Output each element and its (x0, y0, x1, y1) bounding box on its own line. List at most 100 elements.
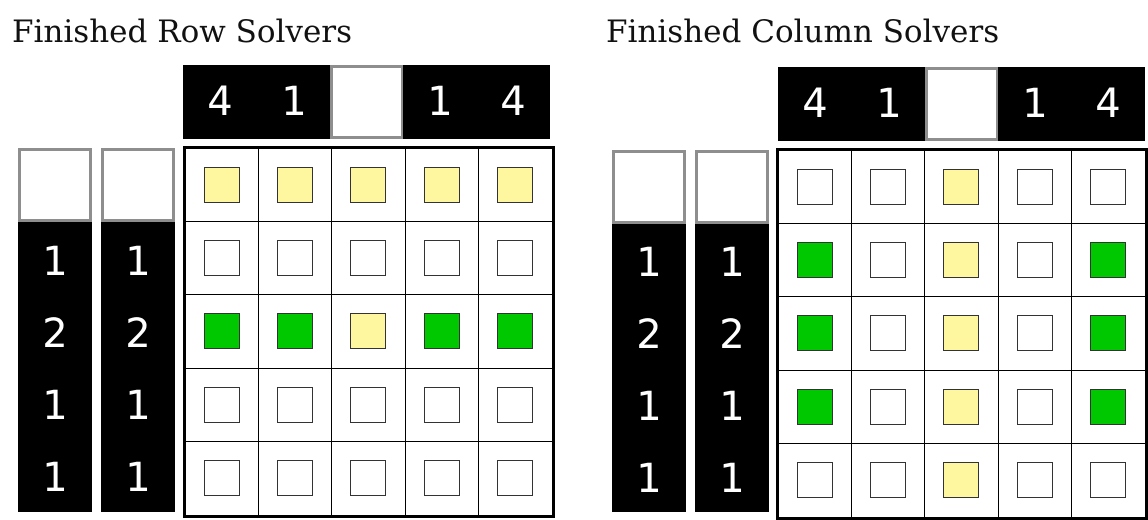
grid-cell (332, 149, 406, 223)
cell-square-unknown (870, 315, 907, 352)
column-clue: 1 (403, 65, 477, 139)
column-clue: 1 (998, 67, 1072, 141)
cell-square-unknown (1016, 462, 1053, 499)
grid-cell (186, 368, 260, 442)
cell-square-unknown (870, 388, 907, 425)
row-clue-empty (18, 148, 92, 222)
cell-square-highlight (943, 315, 980, 352)
column-clue: 4 (778, 67, 852, 141)
cell-square-highlight (943, 169, 980, 206)
row-clue-empty (695, 150, 769, 224)
row-clue: 1 (125, 239, 151, 285)
grid-cell (478, 369, 552, 442)
row-clue: 1 (42, 383, 68, 429)
grid-cell (259, 222, 333, 296)
row-clue-strip (101, 222, 175, 512)
grid-cell (852, 151, 926, 225)
grid-cell (1071, 297, 1145, 371)
grid-cell (779, 370, 853, 444)
cell-square-unknown (797, 169, 834, 206)
cell-square-filled (204, 313, 241, 350)
row-clue: 1 (719, 384, 745, 430)
grid-cell (405, 149, 479, 223)
grid-cell (779, 151, 853, 225)
cell-square-filled (1090, 242, 1127, 279)
row-clue: 2 (636, 312, 662, 358)
grid-cell (852, 224, 926, 298)
cell-square-unknown (1090, 169, 1127, 206)
grid-cell (186, 222, 260, 296)
grid-cell (479, 442, 552, 515)
nonogram-grid (183, 146, 555, 518)
grid-cell (405, 222, 479, 296)
nonogram-grid (776, 148, 1148, 520)
cell-square-highlight (204, 167, 241, 204)
cell-square-unknown (497, 460, 534, 497)
grid-cell (779, 297, 853, 371)
grid-cell (332, 295, 406, 369)
cell-square-unknown (870, 169, 907, 206)
grid-cell (186, 149, 260, 223)
grid-cell (1072, 444, 1145, 517)
grid-cell (332, 441, 406, 515)
row-clue-strip (18, 222, 92, 512)
row-clue: 2 (125, 311, 151, 357)
grid-cell (259, 368, 333, 442)
cell-square-unknown (1016, 315, 1053, 352)
grid-cell (925, 151, 999, 225)
cell-square-unknown (870, 462, 907, 499)
grid-cell (406, 441, 479, 515)
grid-cell (259, 295, 333, 369)
cell-square-filled (497, 313, 534, 350)
cell-square-filled (277, 313, 314, 350)
column-clue: 4 (183, 65, 257, 139)
grid-cell (925, 297, 999, 371)
cell-square-highlight (943, 388, 980, 425)
cell-square-unknown (350, 460, 387, 497)
row-clue-empty (612, 150, 686, 224)
panel-title: Finished Row Solvers (12, 14, 353, 50)
cell-square-unknown (277, 240, 314, 277)
cell-square-highlight (350, 167, 387, 204)
cell-square-highlight (943, 462, 980, 499)
row-clue: 1 (636, 384, 662, 430)
grid-cell (998, 297, 1072, 371)
grid-cell (852, 443, 926, 517)
grid-cell (259, 441, 333, 515)
cell-square-unknown (870, 242, 907, 279)
cell-square-unknown (497, 386, 534, 423)
grid-cell (925, 224, 999, 298)
cell-square-unknown (423, 386, 460, 423)
cell-square-filled (797, 388, 834, 425)
row-clue: 2 (719, 312, 745, 358)
row-clue: 1 (719, 240, 745, 286)
cell-square-filled (797, 315, 834, 352)
grid-cell (332, 222, 406, 296)
grid-cell (998, 151, 1072, 225)
row-clue-strip (695, 224, 769, 512)
column-clue: 4 (476, 65, 550, 139)
grid-cell (998, 224, 1072, 298)
cell-square-unknown (797, 462, 834, 499)
cell-square-filled (423, 313, 460, 350)
cell-square-unknown (1016, 169, 1053, 206)
grid-cell (999, 443, 1072, 517)
cell-square-unknown (204, 240, 241, 277)
column-solvers-panel: Finished Column Solvers 4 1 1 4 1 2 1 1 … (594, 0, 1148, 520)
row-clue: 1 (42, 455, 68, 501)
row-clue: 1 (636, 240, 662, 286)
row-clue-strip (612, 224, 686, 512)
row-clue-empty (101, 148, 175, 222)
cell-square-filled (797, 242, 834, 279)
grid-cell (405, 295, 479, 369)
row-clue: 1 (125, 455, 151, 501)
cell-square-highlight (497, 167, 534, 204)
cell-square-unknown (277, 460, 314, 497)
row-clue: 2 (42, 311, 68, 357)
row-clue: 1 (719, 456, 745, 502)
cell-square-unknown (497, 240, 534, 277)
grid-cell (1071, 151, 1145, 225)
cell-square-highlight (277, 167, 314, 204)
column-clue-empty (330, 65, 404, 139)
grid-cell (186, 441, 260, 515)
